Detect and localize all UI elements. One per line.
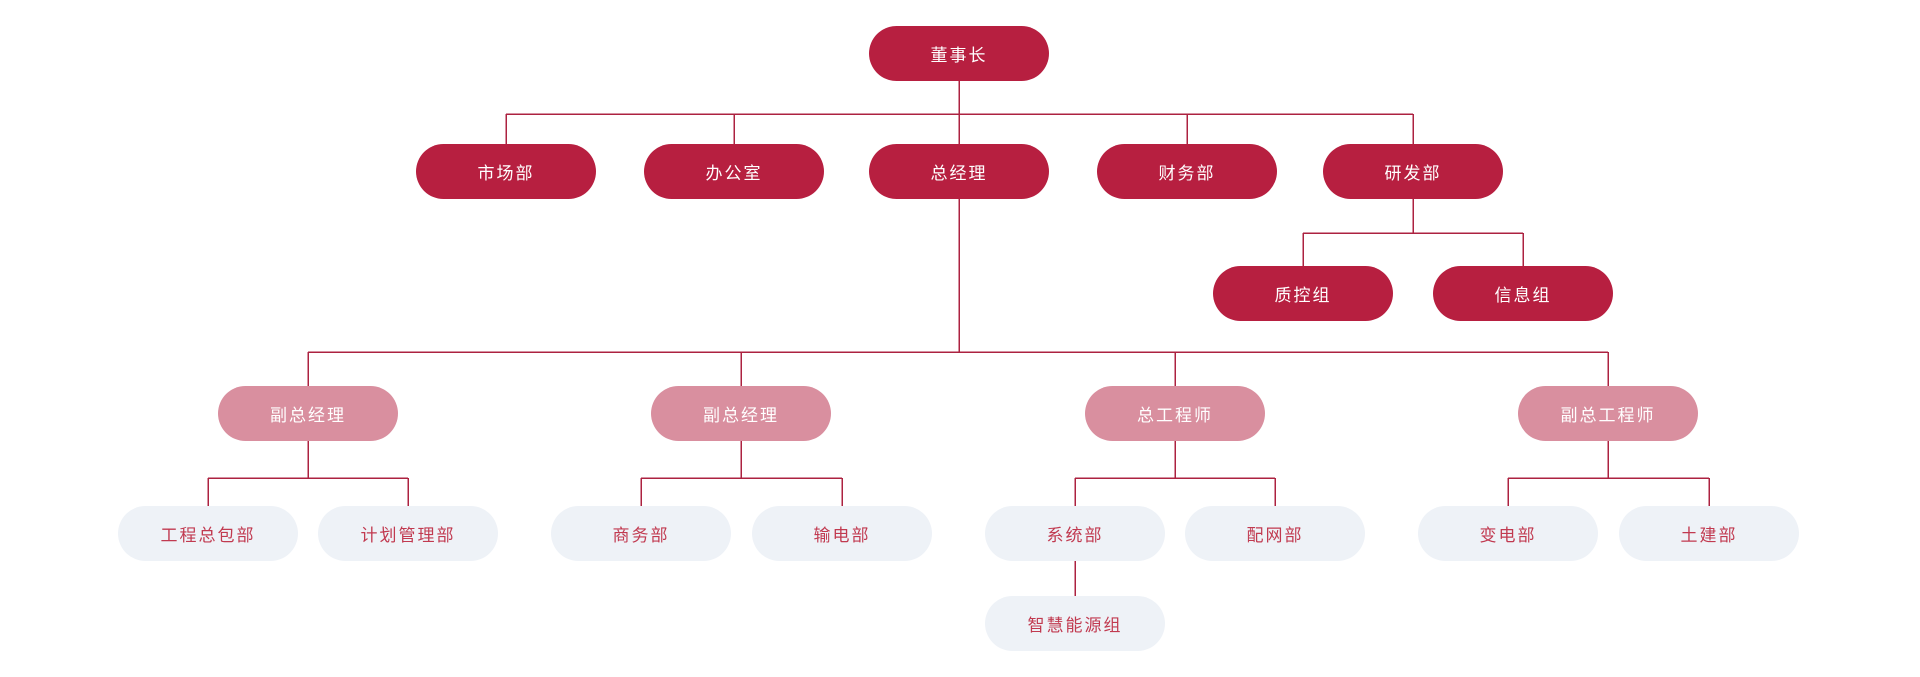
org-node-finance: 财务部 — [1097, 144, 1277, 199]
org-node-marketing: 市场部 — [416, 144, 596, 199]
org-node-label: 输电部 — [813, 526, 871, 545]
org-node-commerce: 商务部 — [551, 506, 731, 561]
org-node-information: 信息组 — [1433, 266, 1613, 321]
org-node-label: 副总经理 — [703, 406, 779, 425]
org-node-label: 智慧能源组 — [1027, 616, 1123, 635]
org-node-distribution: 配网部 — [1185, 506, 1365, 561]
org-node-label: 系统部 — [1046, 526, 1104, 545]
org-node-transmission: 输电部 — [752, 506, 932, 561]
org-node-civil: 土建部 — [1619, 506, 1799, 561]
org-node-deputy-chief-engineer: 副总工程师 — [1518, 386, 1698, 441]
org-node-system: 系统部 — [985, 506, 1165, 561]
org-node-label: 办公室 — [705, 164, 763, 183]
org-node-substation: 变电部 — [1418, 506, 1598, 561]
org-node-planning: 计划管理部 — [318, 506, 498, 561]
org-node-general-manager: 总经理 — [869, 144, 1049, 199]
org-node-label: 质控组 — [1274, 286, 1332, 305]
org-node-label: 财务部 — [1158, 164, 1216, 183]
org-node-chief-engineer: 总工程师 — [1085, 386, 1265, 441]
org-node-rnd: 研发部 — [1323, 144, 1503, 199]
org-node-label: 土建部 — [1680, 526, 1738, 545]
org-node-label: 市场部 — [477, 164, 535, 183]
org-node-label: 信息组 — [1494, 286, 1552, 305]
org-node-label: 总工程师 — [1137, 406, 1213, 425]
org-node-smart-energy: 智慧能源组 — [985, 596, 1165, 651]
org-node-label: 董事长 — [930, 46, 988, 65]
org-node-epc: 工程总包部 — [118, 506, 298, 561]
org-node-quality-control: 质控组 — [1213, 266, 1393, 321]
org-node-label: 计划管理部 — [360, 526, 456, 545]
org-node-label: 配网部 — [1246, 526, 1304, 545]
org-node-label: 商务部 — [612, 526, 670, 545]
org-node-chairman: 董事长 — [869, 26, 1049, 81]
org-node-label: 副总工程师 — [1560, 406, 1656, 425]
org-node-label: 工程总包部 — [160, 526, 256, 545]
org-node-label: 副总经理 — [270, 406, 346, 425]
org-node-label: 变电部 — [1479, 526, 1537, 545]
org-node-office: 办公室 — [644, 144, 824, 199]
org-node-deputy-gm-2: 副总经理 — [651, 386, 831, 441]
org-node-label: 总经理 — [930, 164, 988, 183]
org-node-label: 研发部 — [1384, 164, 1442, 183]
org-node-deputy-gm-1: 副总经理 — [218, 386, 398, 441]
